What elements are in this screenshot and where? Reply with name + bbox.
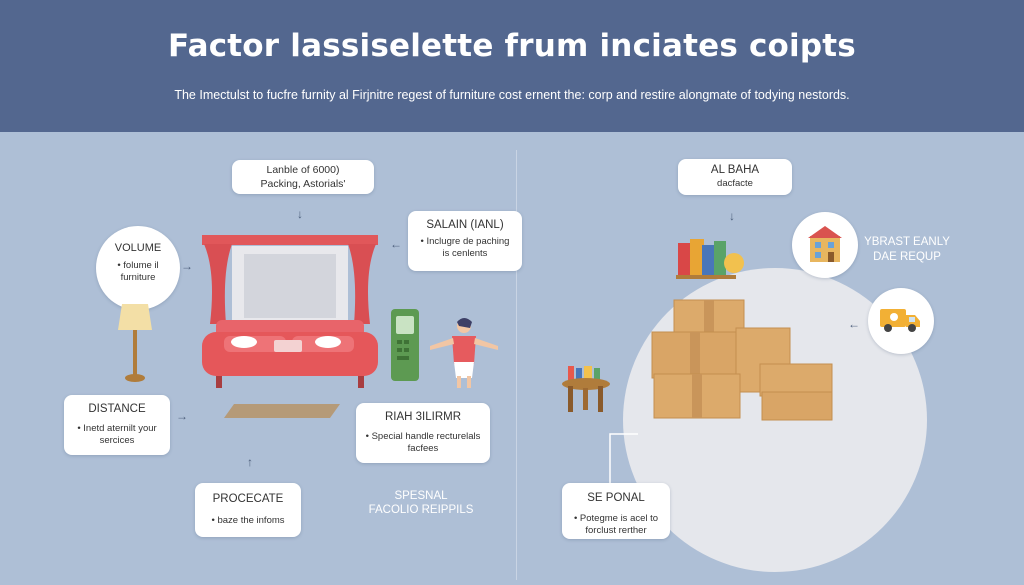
special-label-line1: SPESNAL	[394, 490, 448, 502]
packing-card-line2: Packing, Astorials'	[260, 178, 346, 191]
special-label: SPESNAL FACOLIO REIPPILS	[358, 490, 484, 518]
ybrast-line2: DAE REQUP	[873, 250, 941, 263]
page-title: Factor lassiselette frum inciates coipts	[168, 28, 856, 64]
salain-card: SALAIN (IANL) • Inclugre de paching is c…	[408, 211, 522, 271]
packing-card-line1: Lanble of 6000)	[266, 164, 340, 176]
moving-boxes-icon	[651, 299, 833, 421]
person-icon	[430, 318, 498, 388]
rug-icon	[224, 404, 340, 418]
al-baha-card: AL BAHA dacfacte	[678, 159, 792, 195]
header-banner	[0, 0, 1024, 132]
center-divider	[516, 150, 517, 580]
procecate-card: PROCECATE • baze the infoms	[195, 483, 301, 537]
distance-heading: DISTANCE	[88, 403, 146, 415]
ybrast-label: YBRAST EANLY DAE REQUP	[860, 235, 954, 265]
stool-icon	[562, 366, 610, 412]
delivery-truck-icon	[880, 309, 920, 332]
page-subtitle: The Imectulst to fucfre furnity al Firjn…	[174, 88, 850, 102]
al-baha-heading: AL BAHA	[710, 164, 760, 176]
volume-heading: VOLUME	[114, 242, 162, 254]
floor-lamp-icon	[118, 304, 152, 382]
arrow-left-icon: ←	[848, 317, 860, 331]
volume-text: • folume il furniture	[117, 260, 159, 283]
phone-device-icon	[391, 309, 419, 381]
building-icon	[808, 226, 842, 262]
riah-text: • Special handle recturelals facfees	[365, 431, 481, 454]
distance-card: DISTANCE • Inetd aternilt your sercices	[64, 395, 170, 455]
al-baha-text: dacfacte	[717, 178, 753, 189]
se-ponal-text: • Potegme is acel to forclust rerther	[573, 513, 659, 536]
books-icon	[676, 239, 744, 279]
ybrast-line1: YBRAST EANLY	[864, 236, 950, 248]
salain-heading: SALAIN (IANL)	[426, 219, 504, 231]
packing-materials-card: Lanble of 6000) Packing, Astorials'	[232, 160, 374, 194]
riah-heading: RIAH 3ILIRMR	[384, 411, 462, 423]
volume-circle: VOLUME • folume il furniture	[96, 226, 180, 310]
arrow-down-icon: ↓	[297, 207, 303, 221]
procecate-heading: PROCECATE	[212, 493, 284, 505]
arrow-up-icon: ↑	[247, 455, 253, 469]
se-ponal-card: SE PONAL • Potegme is acel to forclust r…	[562, 483, 670, 539]
procecate-text: • baze the infoms	[211, 515, 285, 526]
riah-card: RIAH 3ILIRMR • Special handle recturelal…	[356, 403, 490, 463]
salain-text: • Inclugre de paching is cenlents	[420, 236, 510, 259]
connector-line	[609, 433, 638, 486]
distance-text: • Inetd aternilt your sercices	[77, 423, 157, 446]
arrow-right-icon: →	[176, 409, 188, 423]
arrow-left-icon: ←	[390, 237, 402, 251]
special-label-line2: FACOLIO REIPPILS	[368, 503, 474, 516]
se-ponal-heading: SE PONAL	[587, 492, 645, 504]
sofa-window-icon	[202, 235, 378, 388]
arrow-right-icon: →	[181, 259, 193, 273]
arrow-down-icon: ↓	[729, 209, 735, 223]
